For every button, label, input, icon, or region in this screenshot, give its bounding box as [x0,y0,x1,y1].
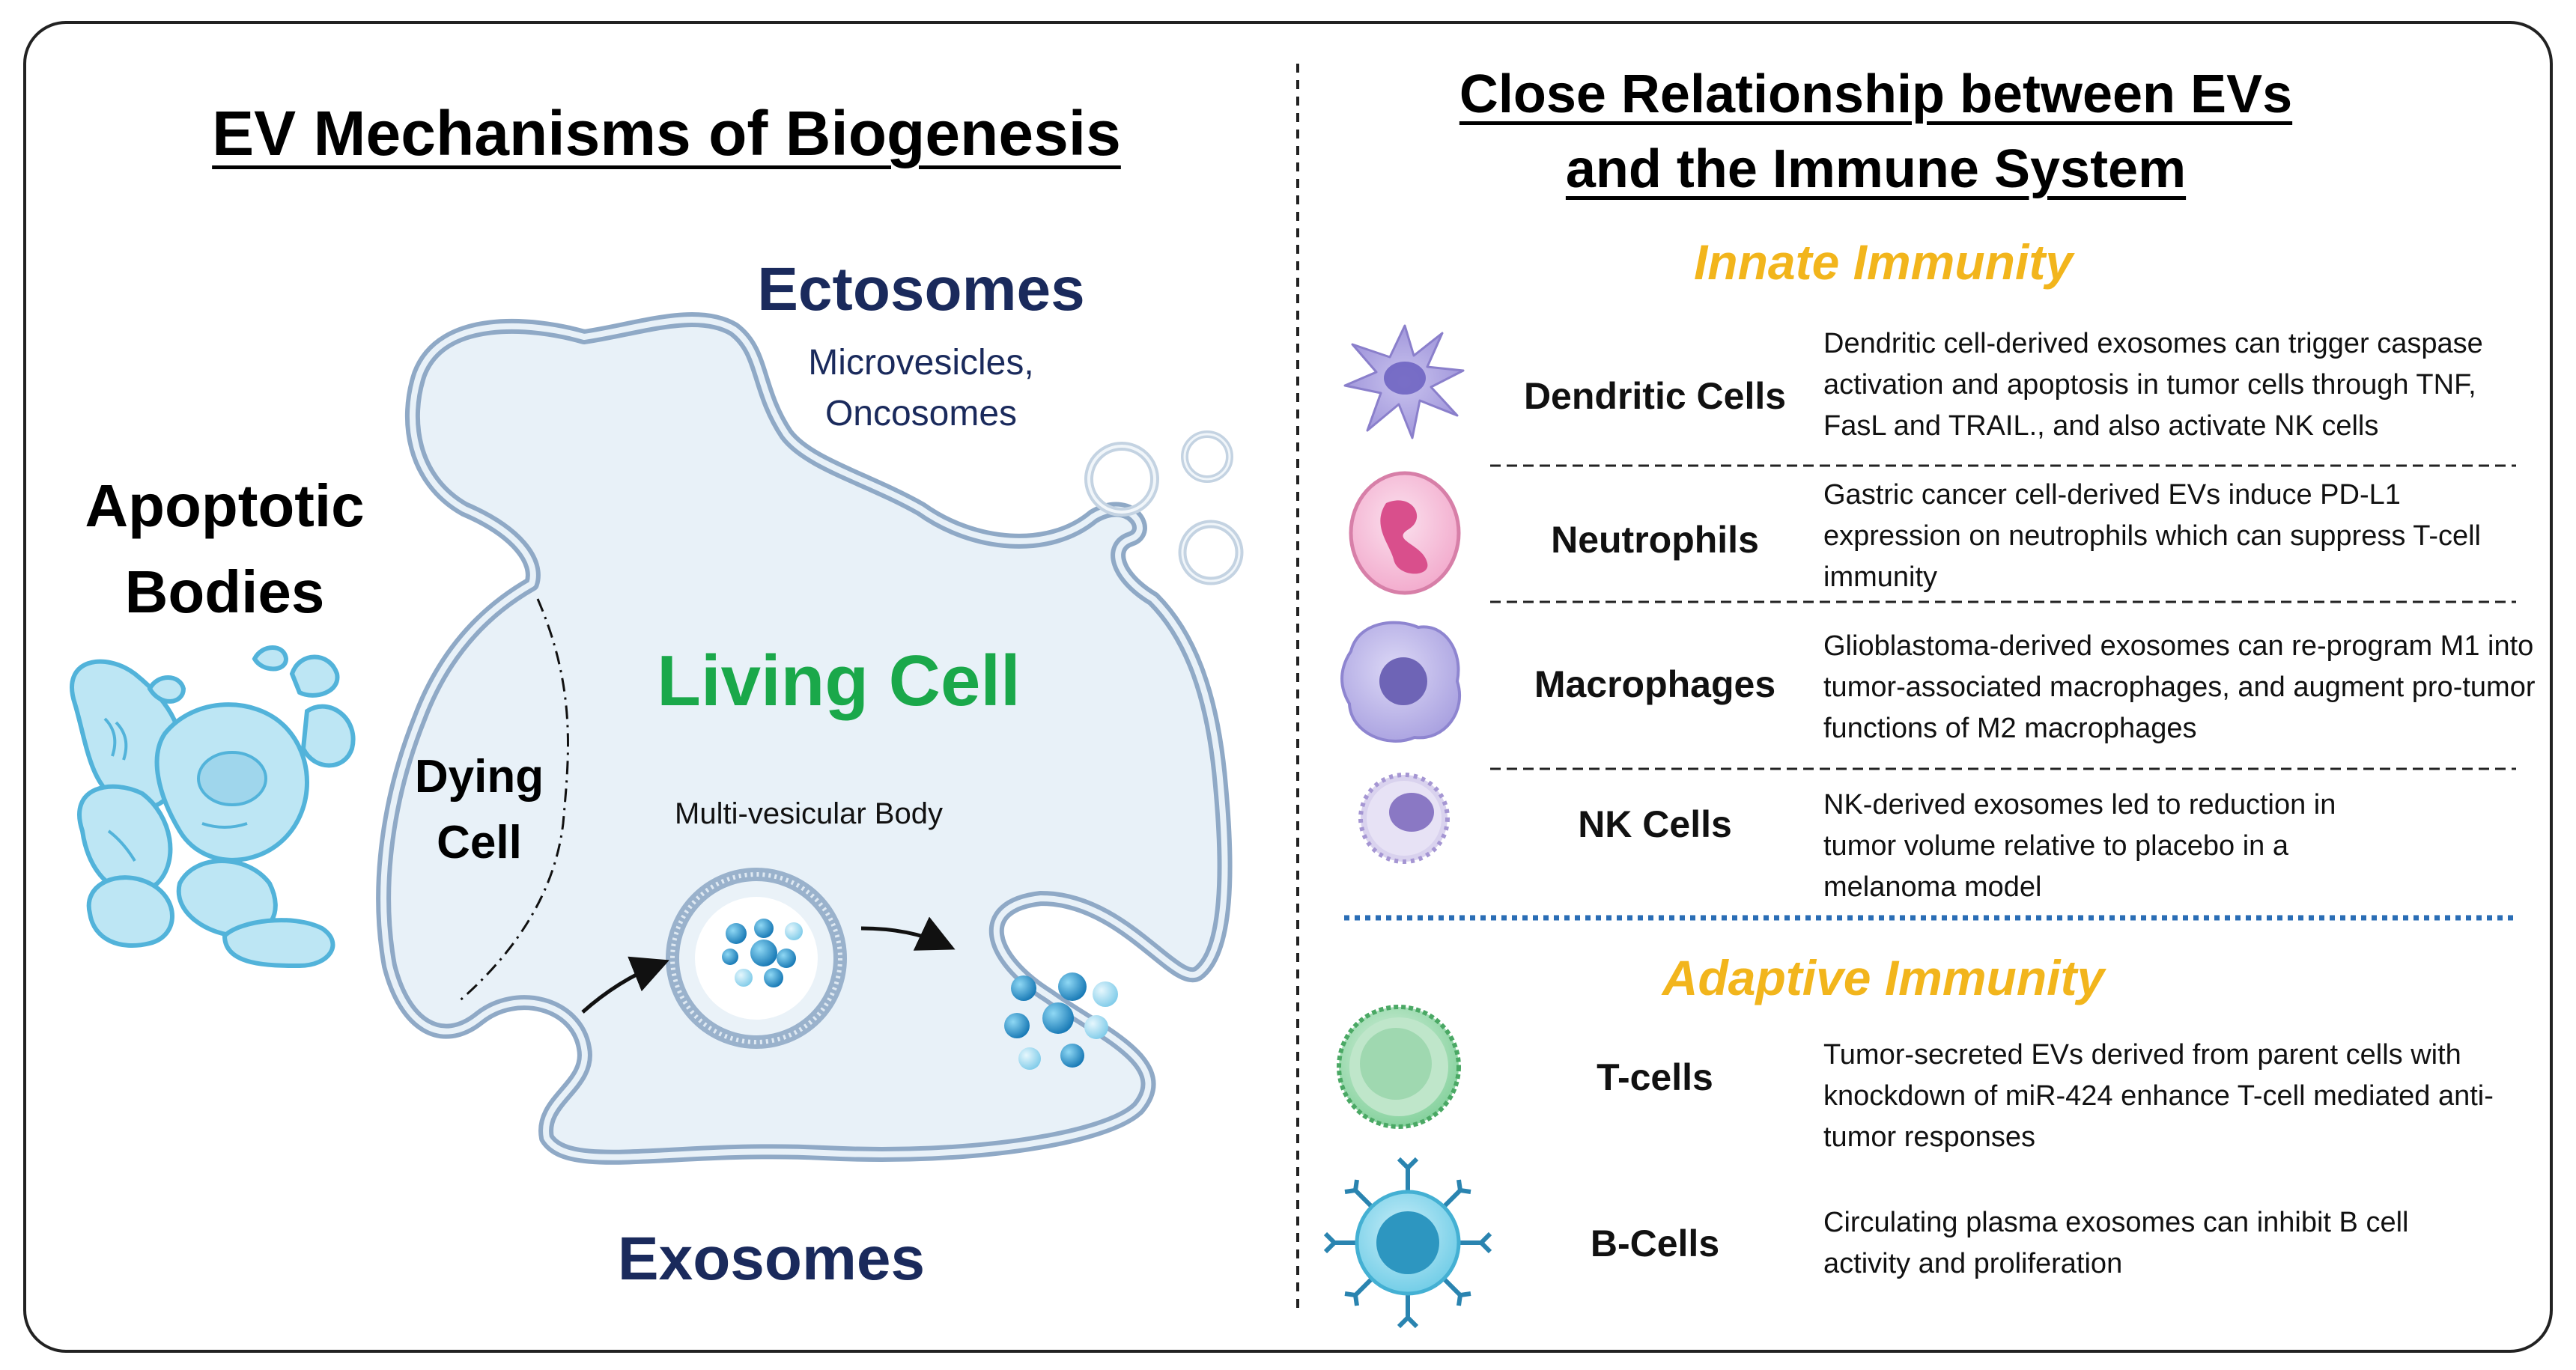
dying-cell-line2: Cell [437,817,522,868]
neutrophils-desc: Gastric cancer cell-derived EVs induce P… [1823,479,2481,593]
multi-vesicular-body [666,868,847,1049]
exosomes-label: Exosomes [617,1225,926,1293]
t-cells-name: T-cells [1597,1056,1713,1098]
ectosomes-subtitle-line1: Microvesicles, [808,343,1034,383]
living-cell-label: Living Cell [657,641,1021,721]
innate-immunity-header: Innate Immunity [1693,234,2074,290]
dendritic-cells-desc: Dendritic cell-derived exosomes can trig… [1823,328,2483,442]
b-cells-desc: Circulating plasma exosomes can inhibit … [1823,1207,2409,1279]
ectosomes-subtitle-line2: Oncosomes [824,394,1018,433]
dying-cell-boundary [456,598,569,1005]
left-panel-title: EV Mechanisms of Biogenesis [212,98,1121,168]
neutrophils-name: Neutrophils [1551,519,1759,561]
adaptive-immunity-header: Adaptive Immunity [1662,950,2105,1005]
arrow-to-exosomes [860,916,956,951]
apoptotic-bodies-detail [103,717,267,862]
living-cell-shape [376,312,1233,1165]
right-panel-title-line1: Close Relationship between EVs [1459,64,2293,124]
nk-cells-desc: NK-derived exosomes led to reduction in … [1823,789,2336,903]
macrophages-name: Macrophages [1534,663,1776,705]
dendritic-cells-name: Dendritic Cells [1523,375,1787,417]
neutrophil-icon [1349,471,1461,595]
dendritic-cell-icon [1343,324,1465,439]
macrophages-desc: Glioblastoma-derived exosomes can re-pro… [1823,630,2536,744]
dying-cell-line1: Dying [414,751,544,803]
apoptotic-bodies-line2: Bodies [124,558,325,625]
mvb-label: Multi-vesicular Body [675,797,943,830]
t-cell-icon [1337,1005,1461,1129]
ectosomes-label: Ectosomes [757,255,1085,323]
apoptotic-bodies-illustration [70,645,356,969]
b-cells-name: B-Cells [1590,1223,1720,1264]
nk-cells-name: NK Cells [1578,803,1732,845]
nk-cell-icon [1358,773,1450,864]
b-cell-icon [1323,1157,1492,1329]
macrophage-icon [1340,621,1462,743]
t-cells-desc: Tumor-secreted EVs derived from parent c… [1823,1039,2494,1153]
ectosome-vesicles [1084,430,1244,585]
exosome-vesicles [1004,972,1118,1070]
right-panel-title-line2: and the Immune System [1565,139,2187,199]
arrow-to-mvb [581,956,669,1014]
apoptotic-bodies-line1: Apoptotic [85,472,365,539]
